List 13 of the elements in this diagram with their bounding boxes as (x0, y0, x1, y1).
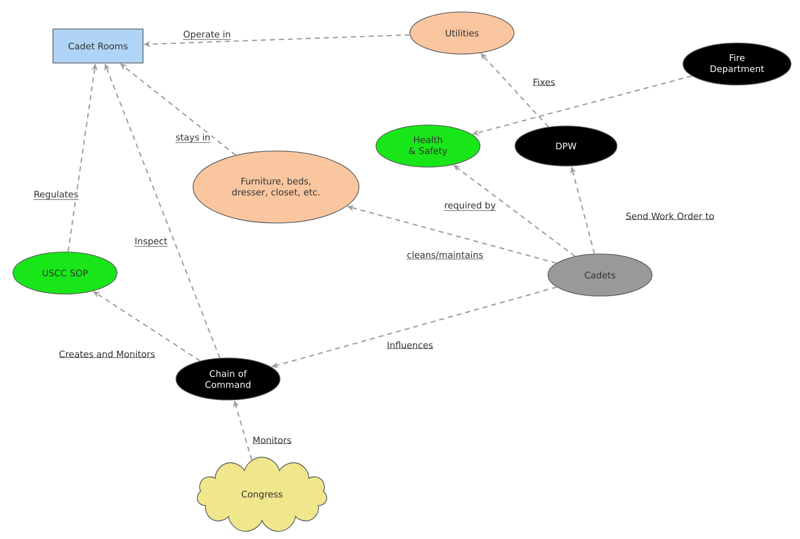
edge-label: Operate in (182, 30, 232, 40)
edge-label: Fixes (532, 78, 556, 86)
edge-label: stays in (174, 132, 212, 144)
edge-label: Send Work Order to (624, 212, 716, 220)
edge-label: Influences (386, 340, 434, 350)
edge-label: Inspect (134, 236, 168, 248)
edge-label: Creates and Monitors (58, 350, 156, 358)
concept-cloud: Congress (196, 456, 328, 532)
edge-label: required by (443, 200, 497, 212)
edge-label: Regulates (32, 190, 80, 200)
concept-box: Cadet Rooms (52, 28, 144, 64)
edge-label: cleans/maintains (406, 250, 484, 260)
edge-label: Monitors (252, 436, 292, 444)
